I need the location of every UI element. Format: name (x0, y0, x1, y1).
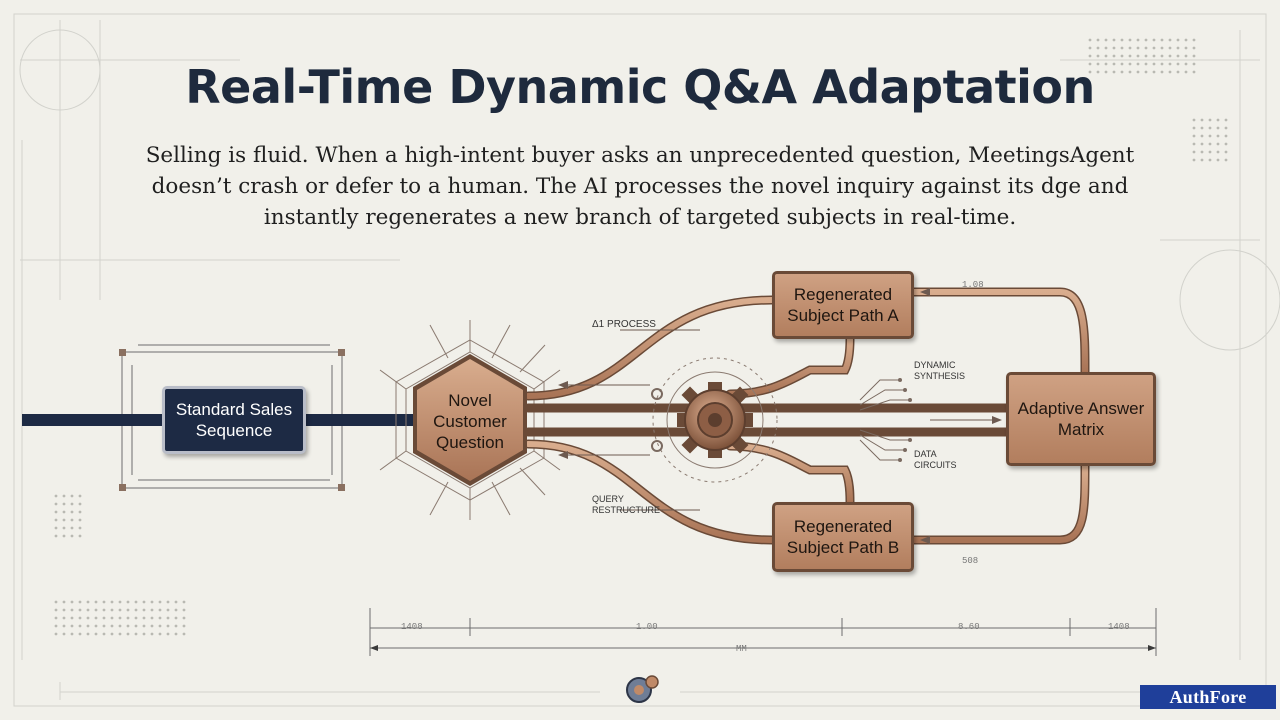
standard-sales-sequence-node: Standard Sales Sequence (162, 386, 306, 454)
central-gear-icon (677, 382, 753, 458)
blueprint-grid (13, 13, 1280, 707)
hexagon-wireframe (379, 320, 561, 520)
dot-fields (54, 38, 1228, 636)
adaptive-answer-matrix-node: Adaptive Answer Matrix (1006, 372, 1156, 466)
novel-question-hexagon (413, 354, 527, 486)
process-label: Δ1 PROCESS (592, 319, 656, 330)
subject-path-b-node: Regenerated Subject Path B (772, 502, 914, 572)
dynamic-synthesis-label: DYNAMIC SYNTHESIS (914, 360, 966, 381)
data-circuits-label: DATA CIRCUITS (914, 449, 957, 470)
ruler-unit: MM (736, 644, 747, 654)
ruler-mark-4: 1408 (1108, 622, 1130, 632)
page-title: Real-Time Dynamic Q&A Adaptation (185, 60, 1095, 114)
novel-question-node: Novel Customer Question (433, 391, 507, 452)
subject-path-a-node: Regenerated Subject Path A (772, 271, 914, 339)
ruler-mark-3: 8.60 (958, 622, 980, 632)
copper-pipes (523, 287, 1090, 545)
brand-badge: AuthFore (1140, 685, 1276, 709)
footer-gear-icon (626, 675, 659, 703)
query-restructure-label: QUERY RESTRUCTURE (592, 494, 661, 515)
flow-arrows (560, 329, 1000, 511)
circuit-traces (859, 379, 910, 461)
bottom-ruler (369, 608, 1157, 656)
bottom-pipe-measure: 508 (962, 556, 979, 566)
ruler-mark-2: 1.00 (636, 622, 658, 632)
top-pipe-measure: 1.08 (962, 280, 984, 290)
ruler-mark-1: 1408 (401, 622, 423, 632)
description-text: Selling is fluid. When a high-intent buy… (145, 143, 1135, 230)
